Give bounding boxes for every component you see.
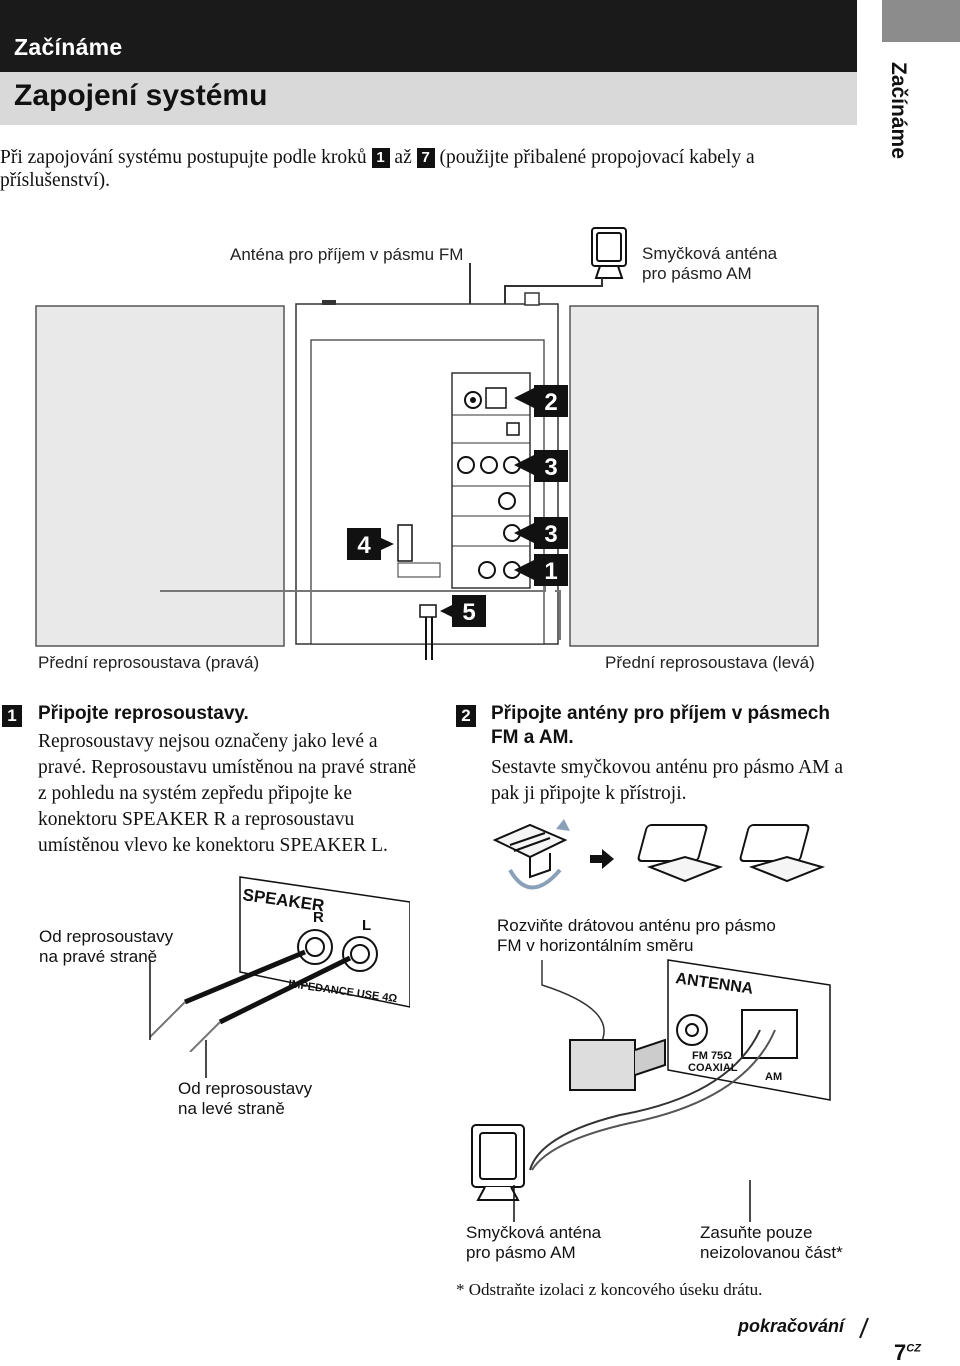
step1-key: 1 xyxy=(2,705,22,727)
step2-key: 2 xyxy=(456,705,476,727)
title-bar xyxy=(0,72,857,125)
footnote: * Odstraňte izolaci z koncového úseku dr… xyxy=(456,1280,763,1299)
callout-4: 4 xyxy=(357,532,371,559)
antenna-leader-lines xyxy=(513,1180,751,1222)
intro-paragraph: Při zapojování systému postupujte podle … xyxy=(0,146,860,192)
step1-key-box: 1 xyxy=(2,705,22,727)
side-tab-marker xyxy=(882,0,960,42)
fm-coax-label-2: COAXIAL xyxy=(688,1062,738,1074)
step1-body: Reprosoustavy nejsou označeny jako levé … xyxy=(38,731,416,856)
callout-2: 2 xyxy=(544,389,557,416)
am-loop-assembly-figure xyxy=(492,819,826,890)
am-loop-antenna-icon xyxy=(591,227,627,279)
continued-label: pokračování xyxy=(738,1316,845,1336)
continued-marker-icon xyxy=(859,1317,869,1339)
step-key-start: 1 xyxy=(371,148,390,168)
section-label: Začínáme xyxy=(14,34,123,60)
step1-heading: Připojte reprosoustavy. xyxy=(38,703,249,724)
from-right-speaker-label-2: na pravé straně xyxy=(39,947,158,966)
step2-heading: Připojte antény pro příjem v pásmech FM … xyxy=(491,703,830,748)
speaker-connection-figure: SPEAKER R L IMPEDANCE USE 4Ω xyxy=(149,876,410,1052)
callout-5: 5 xyxy=(462,599,475,626)
page-number: 7CZ xyxy=(894,1340,921,1366)
leader-line-right xyxy=(149,960,151,1040)
step-callouts xyxy=(347,385,568,627)
speaker-r-label: R xyxy=(313,909,324,926)
am-loop-bottom-label-1: Smyčková anténa xyxy=(466,1223,602,1242)
intro-text-before: Při zapojování systému postupujte podle … xyxy=(0,147,367,168)
unroll-wire-label-2: FM v horizontálním směru xyxy=(497,936,694,955)
callout-3b: 3 xyxy=(544,521,557,548)
intro-text-after: (použijte přibalené propojovací kabely a… xyxy=(0,147,755,191)
from-right-speaker-label-1: Od reprosoustavy xyxy=(39,927,174,946)
main-unit-rear xyxy=(295,292,559,660)
step2-key-box: 2 xyxy=(456,705,476,727)
header-bar xyxy=(0,0,857,72)
right-speaker-box xyxy=(35,305,285,647)
am-loop-label-1: Smyčková anténa xyxy=(642,244,778,263)
fm-antenna-label: Anténa pro příjem v pásmu FM xyxy=(230,245,464,264)
callout-1: 1 xyxy=(544,558,557,585)
antenna-connection-figure: ANTENNA FM 75Ω COAXIAL AM xyxy=(471,959,831,1201)
step2-body: Sestavte smyčkovou anténu pro pásmo AM a… xyxy=(491,757,844,804)
fm-coax-label-1: FM 75Ω xyxy=(692,1050,732,1062)
page-number-value: 7 xyxy=(894,1340,907,1365)
am-loop-bottom-label-2: pro pásmo AM xyxy=(466,1243,576,1262)
intro-text-mid: až xyxy=(394,147,412,168)
arrow-right-icon xyxy=(590,849,614,869)
insert-bare-wire-label-2: neizolovanou část* xyxy=(700,1243,843,1262)
page-title: Zapojení systému xyxy=(14,79,268,112)
from-left-speaker-label-2: na levé straně xyxy=(178,1099,285,1118)
am-terminal-label: AM xyxy=(765,1071,782,1083)
left-speaker-box xyxy=(569,305,819,647)
step-key-end: 7 xyxy=(416,148,435,168)
speaker-l-label: L xyxy=(362,917,371,934)
from-left-speaker-label-1: Od reprosoustavy xyxy=(178,1079,313,1098)
callout-3a: 3 xyxy=(544,454,557,481)
right-speaker-label: Přední reprosoustava (pravá) xyxy=(38,653,260,672)
insert-bare-wire-label-1: Zasuňte pouze xyxy=(700,1223,813,1242)
leader-line-left xyxy=(205,1040,207,1078)
page-number-suffix: CZ xyxy=(906,1342,921,1355)
side-tab-label-box: Začínáme xyxy=(880,62,920,172)
left-speaker-label: Přední reprosoustava (levá) xyxy=(605,653,815,672)
am-loop-label-2: pro pásmo AM xyxy=(642,264,752,283)
unroll-wire-label-1: Rozviňte drátovou anténu pro pásmo xyxy=(497,916,776,935)
side-tab-label: Začínáme xyxy=(887,62,910,159)
system-connection-diagram: 2 3 3 1 4 5 xyxy=(35,227,819,660)
